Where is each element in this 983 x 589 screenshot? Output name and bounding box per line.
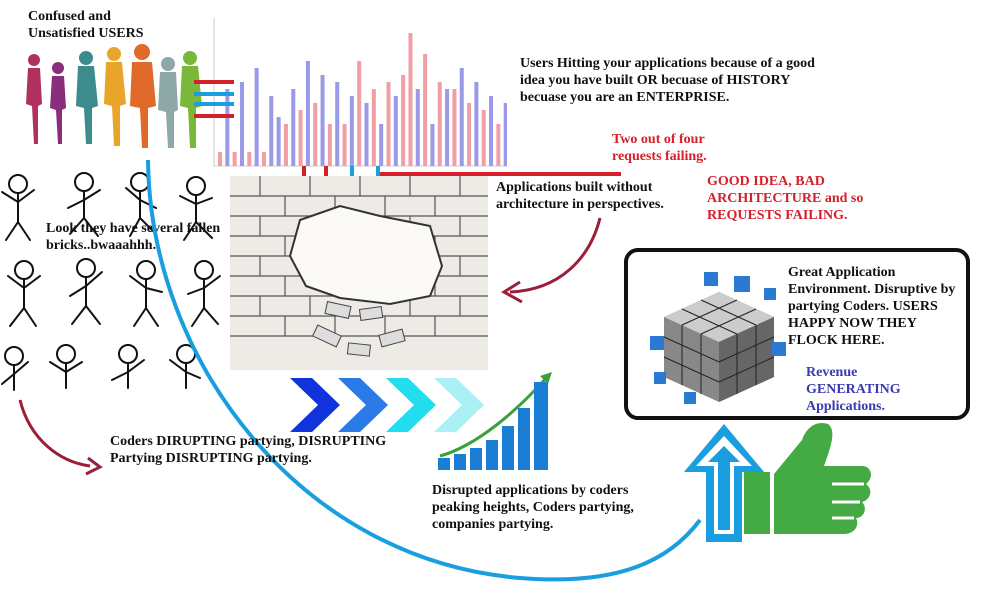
chart-bar <box>342 124 347 166</box>
brick-wall-icon <box>230 176 488 370</box>
chart-bar <box>503 103 507 166</box>
bar-chart <box>213 18 507 167</box>
confused-users-label: Confused and Unsatisfied USERS <box>28 9 144 41</box>
chart-bar <box>386 82 391 166</box>
good-idea-text: GOOD IDEA, BAD ARCHITECTURE and so REQUE… <box>707 174 864 223</box>
chart-bar <box>305 61 310 166</box>
chart-bar <box>415 89 420 166</box>
chart-bar <box>357 61 362 166</box>
chart-bar <box>261 152 266 166</box>
apps-without-arch-text: Applications built without architecture … <box>496 180 664 212</box>
chart-bar <box>225 89 230 166</box>
disrupted-apps-text: Disrupted applications by coders peaking… <box>432 483 634 532</box>
chart-bar <box>452 89 457 166</box>
coders-disrupting-text: Coders DIRUPTING partying, DISRUPTING Pa… <box>110 434 387 466</box>
chart-bar <box>364 103 369 166</box>
chart-bar <box>247 152 252 166</box>
chart-bar <box>313 103 318 166</box>
chart-bar <box>239 82 245 166</box>
chart-bar <box>254 68 259 166</box>
chart-bar <box>393 96 398 166</box>
cube-icon <box>650 272 786 404</box>
chart-bar <box>437 82 442 166</box>
chart-bar <box>218 152 223 166</box>
chevron-arrows-icon <box>290 378 484 432</box>
chart-bar <box>445 89 450 166</box>
growth-bars-icon <box>438 372 552 470</box>
chart-bar <box>276 117 281 166</box>
great-environment-box: Great Application Environment. Disruptiv… <box>624 248 970 420</box>
chart-bar <box>459 68 464 166</box>
chart-bar <box>401 75 406 166</box>
chart-bar <box>430 124 435 166</box>
chart-bar <box>371 89 376 166</box>
fallen-bricks-text: Look they have several fallen bricks..bw… <box>46 221 221 253</box>
up-arrow-icon <box>684 424 764 542</box>
chart-bar <box>467 103 472 166</box>
two-of-four-text: Two out of four requests failing. <box>612 132 707 164</box>
chart-bar <box>327 124 332 166</box>
chart-bar <box>474 82 479 166</box>
revenue-text: Revenue GENERATING Applications. <box>806 365 901 414</box>
chart-bar <box>379 124 384 166</box>
chart-bar <box>320 75 325 166</box>
chart-bar <box>408 33 413 166</box>
chart-bar <box>349 96 354 166</box>
chart-bar <box>232 152 237 166</box>
chart-bar <box>489 96 494 166</box>
user-silhouettes-icon <box>26 44 202 148</box>
thumbs-up-icon <box>744 422 871 534</box>
great-env-text: Great Application Environment. Disruptiv… <box>788 265 956 348</box>
users-hitting-text: Users Hitting your applications because … <box>520 56 815 105</box>
chart-bar <box>269 96 274 166</box>
chart-bar <box>423 54 428 166</box>
connector-lines <box>194 80 234 118</box>
chart-bar <box>496 124 501 166</box>
chart-bar <box>283 124 288 166</box>
stick-figure-icon <box>1 172 221 391</box>
chart-bar <box>481 110 486 166</box>
chart-bar <box>298 110 303 166</box>
chart-bar <box>291 89 296 166</box>
chart-bar <box>335 82 340 166</box>
